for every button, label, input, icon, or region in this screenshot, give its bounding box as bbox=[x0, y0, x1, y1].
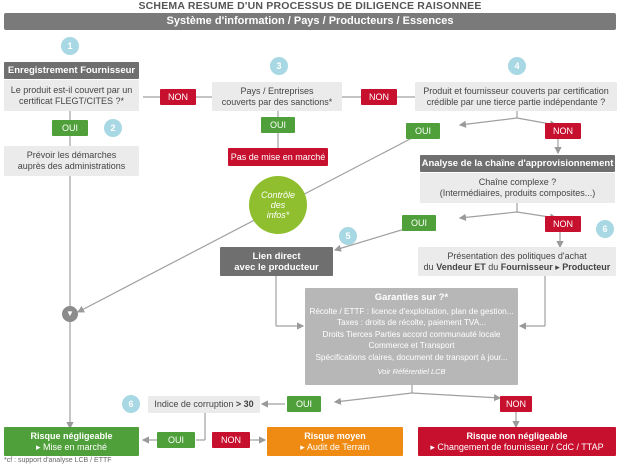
guarantees-box: Garanties sur ?* Récolte / ETTF : licenc… bbox=[305, 288, 518, 385]
controle-line3: infos* bbox=[266, 210, 290, 220]
medium-title: Risque moyen bbox=[304, 430, 366, 441]
step-number-1: 1 bbox=[61, 37, 79, 55]
cert-oui-label: OUI bbox=[406, 123, 440, 139]
footnote: *cf : support d'analyse LCB / ETTF bbox=[4, 457, 112, 464]
sanctions-line1: Pays / Entreprises bbox=[240, 85, 314, 96]
diagram-title: SCHEMA RESUME D'UN PROCESSUS DE DILIGENC… bbox=[138, 0, 482, 12]
arrow-right-icon: ▸ bbox=[35, 441, 43, 452]
guarantees-line1: Récolte / ETTF : licence d'exploitation,… bbox=[309, 306, 514, 316]
reg-oui-label: OUI bbox=[52, 120, 88, 136]
arrow-right-icon: ▸ bbox=[555, 261, 560, 272]
controle-infos-circle: Contrôle des infos* bbox=[249, 176, 307, 234]
registration-question-line1: Le produit est-il couvert par un bbox=[10, 84, 133, 95]
supply-chain-header: Analyse de la chaîne d'approvisionnement bbox=[420, 155, 615, 172]
step-number-5: 5 bbox=[339, 227, 357, 245]
corruption-value: > 30 bbox=[235, 399, 254, 409]
direct-link-line1: Lien direct bbox=[252, 250, 301, 262]
medium-action: ▸ Audit de Terrain bbox=[300, 441, 370, 452]
guarantees-ref: Voir Référentiel LCB bbox=[377, 367, 446, 376]
sanctions-box: Pays / Entreprises couverts par des sanc… bbox=[212, 82, 342, 111]
corruption-oui-label: OUI bbox=[157, 432, 195, 448]
arrow-right-icon: ▸ bbox=[300, 441, 307, 452]
step-number-6-policies: 6 bbox=[596, 220, 614, 238]
direct-link-box: Lien direct avec le producteur bbox=[220, 247, 333, 276]
certification-line2: crédible par une tierce partie indépenda… bbox=[426, 96, 606, 107]
procedures-line1: Prévoir les démarches bbox=[26, 150, 117, 160]
policies-box: Présentation des politiques d'achat du V… bbox=[418, 247, 616, 276]
corruption-box: Indice de corruption > 30 bbox=[148, 396, 260, 413]
connector-oui-diagonal bbox=[76, 137, 413, 313]
guarantees-line2: Taxes : droits de récolte, paiement TVA.… bbox=[337, 318, 486, 327]
policies-line1: Présentation des politiques d'achat bbox=[447, 250, 587, 261]
step-number-4: 4 bbox=[508, 57, 526, 75]
corruption-non-label: NON bbox=[212, 432, 250, 448]
sanctions-non-label: NON bbox=[361, 89, 397, 105]
supply-non-label: NON bbox=[545, 216, 581, 232]
high-title: Risque non négligeable bbox=[466, 430, 568, 441]
connector-cert-oui bbox=[458, 117, 518, 128]
guar-oui-label: OUI bbox=[287, 396, 321, 412]
outcome-medium-risk: Risque moyen ▸ Audit de Terrain bbox=[267, 427, 403, 456]
corruption-text: Indice de corruption bbox=[154, 399, 234, 409]
guarantees-line4: Commerce et Transport bbox=[368, 341, 455, 350]
policies-line2: du Vendeur ET du Fournisseur ▸ Producteu… bbox=[423, 261, 611, 272]
step-number-3: 3 bbox=[270, 57, 288, 75]
connector-guar-oui bbox=[333, 392, 413, 405]
negligible-action: ▸ Mise en marché bbox=[35, 441, 108, 452]
certification-line1: Produit et fournisseur couverts par cert… bbox=[423, 85, 609, 96]
controle-line2: des bbox=[270, 200, 286, 210]
outcome-high-risk: Risque non négligeable ▸ Changement de f… bbox=[418, 427, 616, 456]
negligible-title: Risque négligeable bbox=[30, 430, 113, 441]
supply-chain-line2: (Intermédiaires, produits composites...) bbox=[439, 188, 596, 198]
reg-non-label: NON bbox=[160, 89, 196, 105]
connector-oui-direct bbox=[333, 227, 409, 252]
outcome-negligible-risk: Risque négligeable ▸ Mise en marché bbox=[4, 427, 139, 456]
procedures-line2: auprès des administrations bbox=[17, 161, 126, 171]
connector-supply-oui bbox=[458, 211, 518, 221]
registration-question: Le produit est-il couvert par un certifi… bbox=[4, 80, 139, 111]
guar-non-label: NON bbox=[500, 396, 532, 412]
guarantees-line5: Spécifications claires, document de tran… bbox=[315, 352, 508, 362]
direct-link-line2: avec le producteur bbox=[234, 261, 319, 273]
cert-non-label: NON bbox=[545, 123, 581, 139]
supply-chain-question: Chaîne complexe ? (Intermédiaires, produ… bbox=[420, 173, 615, 203]
arrow-right-icon: ▸ bbox=[430, 441, 438, 452]
chevron-down-icon: ▼ bbox=[62, 306, 78, 322]
header-banner: Système d'information / Pays / Producteu… bbox=[4, 13, 616, 30]
controle-line1: Contrôle bbox=[260, 190, 296, 200]
sanctions-oui-label: OUI bbox=[261, 117, 295, 133]
step-number-2: 2 bbox=[104, 119, 122, 137]
step-number-6-corruption: 6 bbox=[122, 395, 140, 413]
procedures-box: Prévoir les démarches auprès des adminis… bbox=[4, 146, 139, 176]
connector-guar-non bbox=[411, 392, 502, 402]
supply-chain-line1: Chaîne complexe ? bbox=[478, 177, 557, 187]
guarantees-header: Garanties sur ?* bbox=[374, 292, 449, 303]
certification-box: Produit et fournisseur couverts par cert… bbox=[415, 82, 617, 111]
guarantees-line3: Droits Tierces Parties accord communauté… bbox=[322, 329, 501, 339]
no-market-box: Pas de mise en marché bbox=[228, 148, 328, 166]
high-action: ▸ Changement de fournisseur / CdC / TTAP bbox=[430, 441, 604, 452]
registration-header: Enregistrement Fournisseur bbox=[4, 62, 139, 79]
registration-question-line2: certificat FLEGT/CITES ?* bbox=[18, 95, 125, 106]
sanctions-line2: couverts par des sanctions* bbox=[221, 96, 333, 107]
supply-oui-label: OUI bbox=[402, 215, 436, 231]
